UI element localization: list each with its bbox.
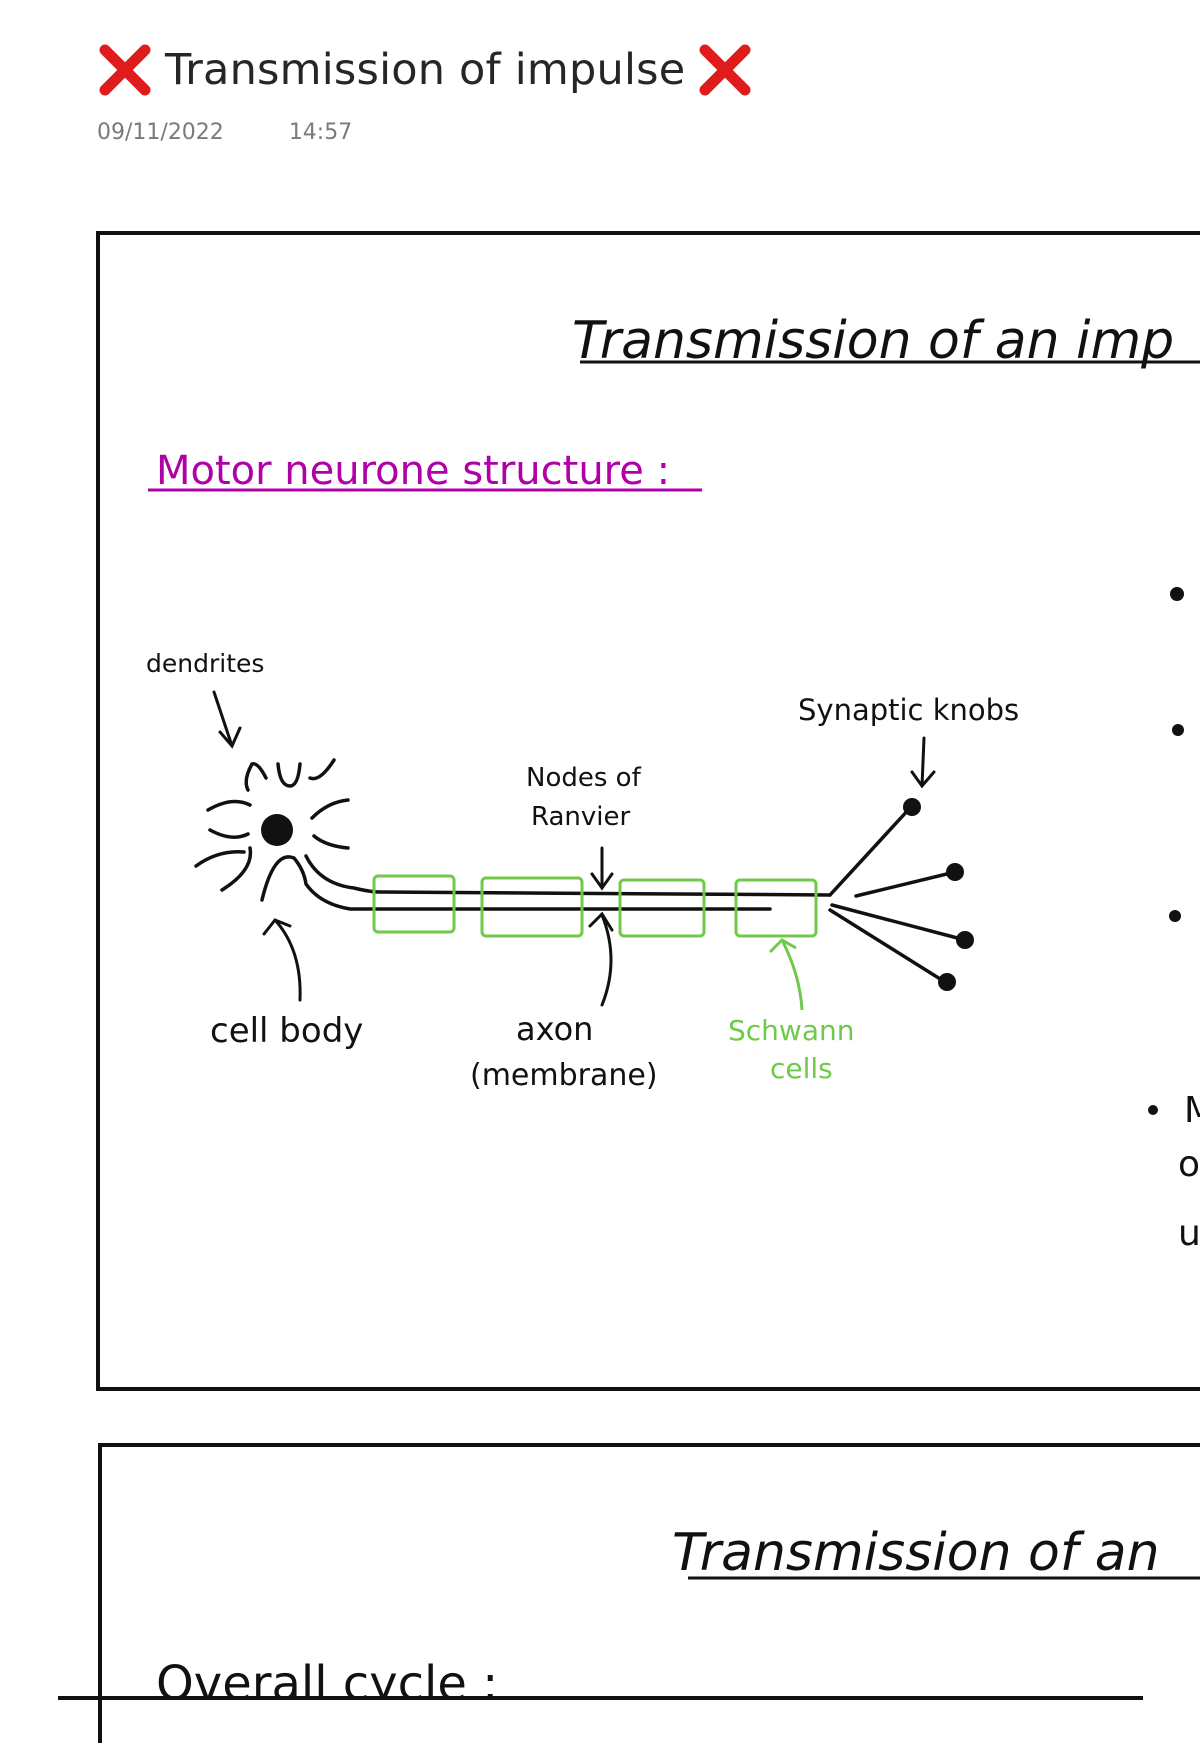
label-membrane: (membrane) (470, 1058, 658, 1093)
synaptic-knob (956, 931, 974, 949)
ink-canvas-2[interactable] (98, 1443, 1200, 1743)
cell-nucleus (261, 814, 293, 846)
page-time: 14:57 (288, 120, 353, 145)
note2-subheading: Overall cycle : (156, 1656, 498, 1700)
red-x-icon (97, 42, 153, 98)
schwann-cells (372, 874, 818, 938)
bullet-points (1148, 587, 1184, 1115)
red-x-icon (697, 42, 753, 98)
label-cell-body: cell body (210, 1011, 363, 1051)
page-date: 09/11/2022 (97, 120, 224, 145)
bullet-fragment: o (1178, 1144, 1200, 1185)
synaptic-knob (946, 863, 964, 881)
page-meta: 09/11/2022 14:57 (97, 120, 410, 145)
label-synaptic-knobs: Synaptic knobs (798, 693, 1019, 727)
page-title[interactable]: Transmission of impulse (165, 45, 686, 95)
label-axon: axon (516, 1010, 593, 1048)
divider-line (58, 1696, 1143, 1700)
note1-subheading: Motor neurone structure : (156, 448, 670, 494)
neuron-diagram (194, 758, 967, 984)
handwritten-notes-layer: Transmission of an imp Motor neurone str… (146, 311, 1200, 1700)
note2-heading: Transmission of an (672, 1523, 1160, 1583)
label-arrows (212, 690, 936, 1007)
schwann-arrow (768, 938, 804, 1011)
synaptic-knob (938, 973, 956, 991)
bullet-fragment: u (1178, 1213, 1200, 1254)
label-dendrites: dendrites (146, 649, 264, 678)
bullet-fragment: M (1184, 1090, 1200, 1131)
label-nodes: Nodes of (526, 763, 642, 793)
label-schwann: Schwann (728, 1014, 854, 1047)
title-row: Transmission of impulse (97, 42, 753, 98)
synaptic-knob (903, 798, 921, 816)
label-schwann-cells: cells (770, 1052, 833, 1085)
ink-canvas-1[interactable] (96, 231, 1200, 1391)
label-ranvier: Ranvier (531, 802, 631, 832)
